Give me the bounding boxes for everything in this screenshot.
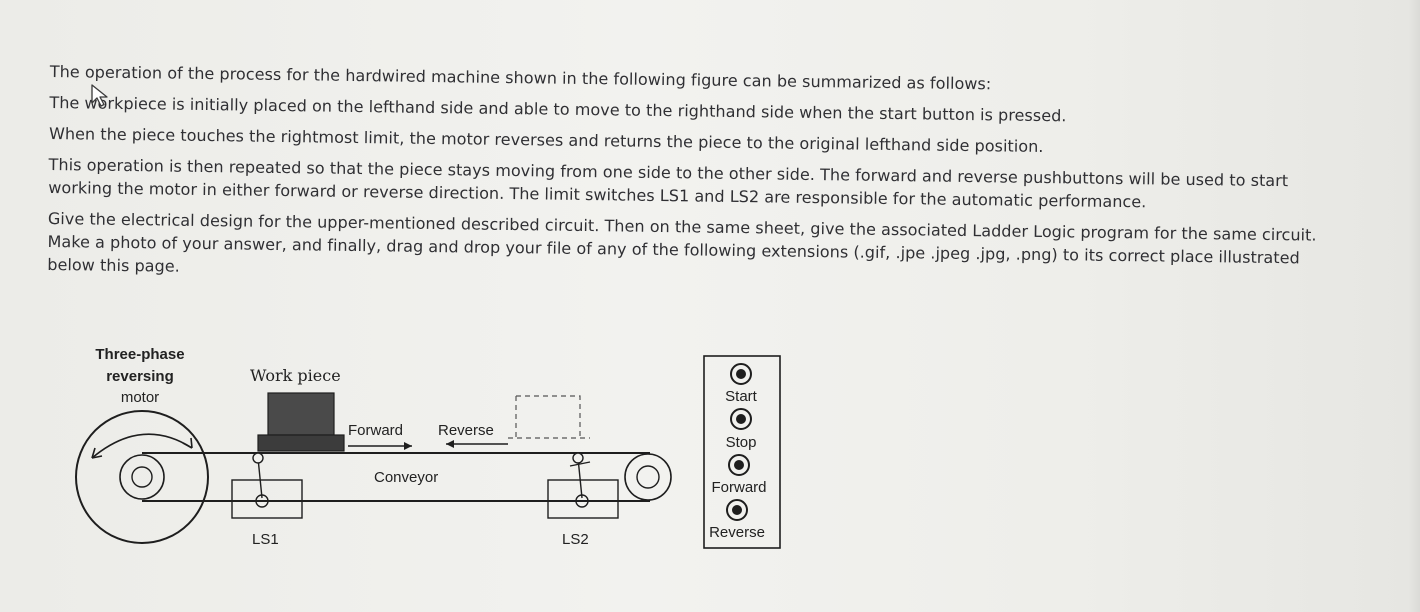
screen-edge-shadow bbox=[1408, 0, 1420, 612]
workpiece-pallet bbox=[257, 434, 345, 452]
forward-button-label: Forward bbox=[711, 479, 766, 496]
motor-drawing bbox=[75, 410, 209, 544]
motor-label-line-1: Three-phase bbox=[95, 346, 184, 363]
conveyor-belt bbox=[142, 452, 672, 502]
mouse-cursor-icon bbox=[91, 84, 108, 107]
conveyor-figure: Three-phase reversing motor Wor bbox=[70, 338, 790, 558]
workpiece-label: Work piece bbox=[250, 366, 341, 385]
forward-label: Forward bbox=[348, 422, 403, 439]
motor-label-line-3: motor bbox=[121, 389, 159, 406]
conveyor-label: Conveyor bbox=[374, 469, 438, 486]
reverse-label: Reverse bbox=[438, 422, 494, 439]
question-paragraph-4: This operation is then repeated so that … bbox=[48, 154, 1289, 212]
stop-button[interactable] bbox=[730, 408, 752, 430]
workpiece-block bbox=[267, 392, 335, 436]
ls2-label: LS2 bbox=[562, 531, 589, 548]
start-button[interactable] bbox=[730, 363, 752, 385]
pushbutton-panel bbox=[703, 355, 781, 549]
question-text: The operation of the process for the har… bbox=[47, 60, 1350, 301]
forward-button[interactable] bbox=[728, 454, 750, 476]
motor-label-line-2: reversing bbox=[106, 368, 174, 385]
reverse-button[interactable] bbox=[726, 499, 748, 521]
ls1-switch bbox=[231, 452, 303, 519]
stop-button-label: Stop bbox=[726, 434, 757, 451]
reverse-button-label: Reverse bbox=[709, 524, 765, 541]
workpiece-end-position bbox=[508, 395, 590, 439]
start-button-label: Start bbox=[725, 388, 758, 405]
ls1-label: LS1 bbox=[252, 531, 279, 548]
question-paragraph-5: Give the electrical design for the upper… bbox=[47, 208, 1317, 276]
ls2-switch bbox=[547, 452, 619, 519]
